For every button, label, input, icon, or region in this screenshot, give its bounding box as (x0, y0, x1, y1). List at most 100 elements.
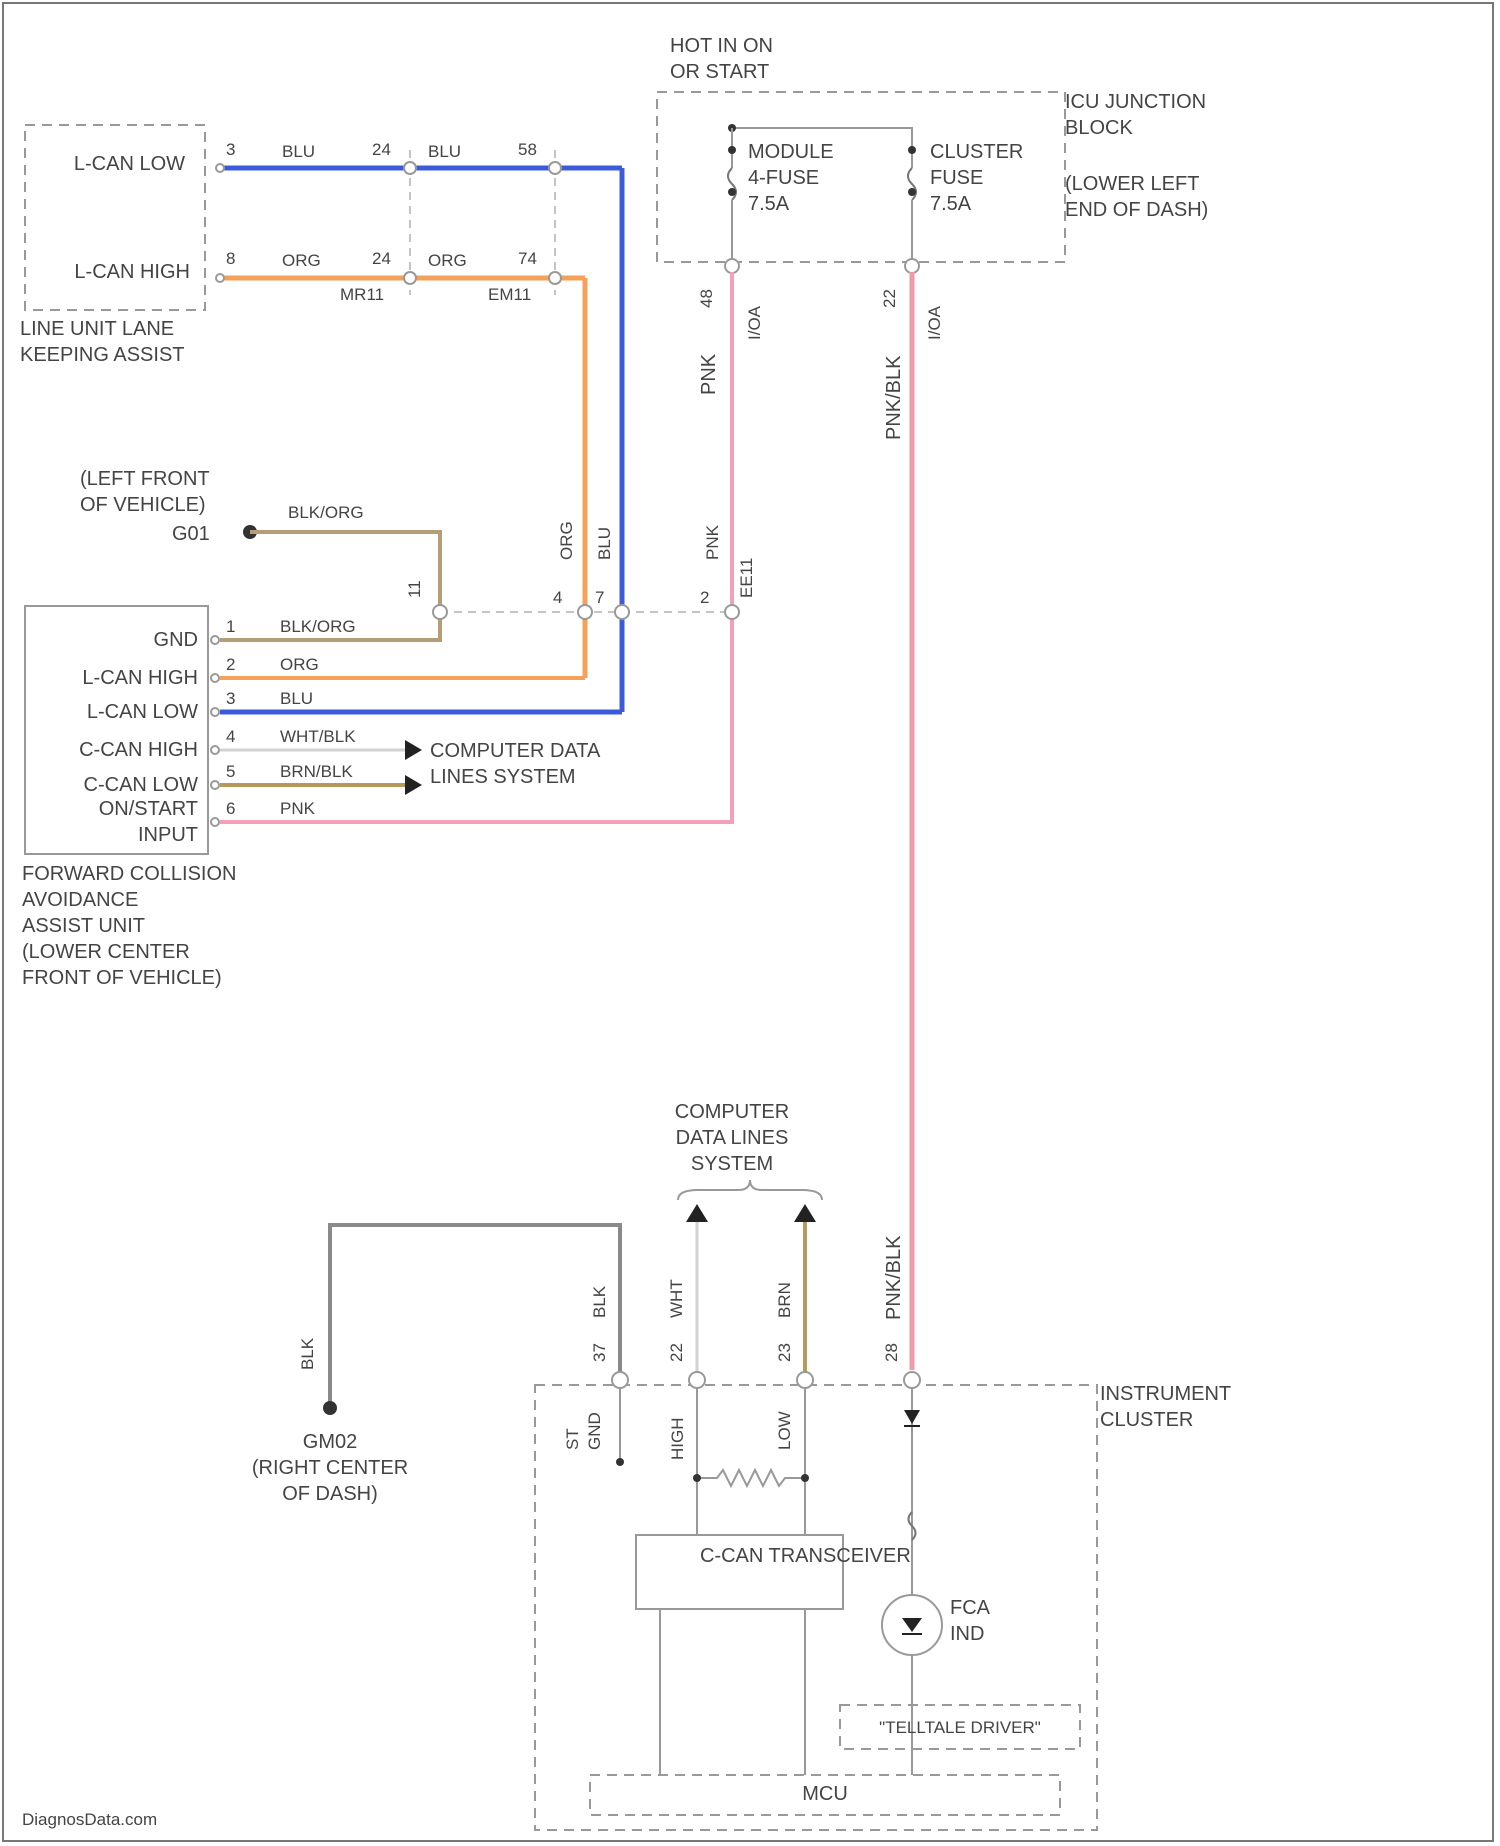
connector-row-term (615, 605, 629, 619)
fca-pin-label: GND (154, 629, 198, 651)
fuse1-label: MODULE 4-FUSE 7.5A (748, 141, 834, 215)
diode-icon (904, 1410, 920, 1424)
text-line: HOT IN ON (670, 35, 773, 57)
text-line: 7.5A (930, 193, 972, 215)
termination-resistor (697, 1470, 807, 1486)
blu-pin-24: 24 (372, 140, 391, 159)
text-line: (LEFT FRONT (80, 468, 210, 490)
g01-wire-color: BLK/ORG (288, 503, 364, 522)
text-line: (RIGHT CENTER (252, 1457, 408, 1479)
cluster-term (689, 1372, 705, 1388)
bottom-wire-pin: 28 (882, 1343, 901, 1362)
fca-ind-label: FCA IND (950, 1597, 991, 1645)
terminal (404, 272, 416, 284)
resistor-node (693, 1474, 701, 1482)
connector-row-term (433, 605, 447, 619)
terminal (216, 274, 224, 282)
text-line: MODULE (748, 141, 834, 163)
fca-pin-number: 6 (226, 799, 235, 818)
fca-pin-label: C-CAN HIGH (79, 739, 198, 761)
resistor-node (801, 1474, 809, 1482)
fuse2-node (908, 146, 916, 154)
connector-pin-4: 4 (553, 588, 562, 607)
fca-arrow-label: COMPUTER DATALINES SYSTEM (430, 740, 601, 788)
telltale-driver: "TELLTALE DRIVER" (879, 1718, 1041, 1737)
terminal (216, 164, 224, 172)
text-line: L-CAN LOW (87, 701, 198, 723)
text-line: SYSTEM (691, 1153, 773, 1175)
pnk-blk-color-upper: PNK/BLK (883, 355, 905, 440)
st-gnd-dot (616, 1458, 624, 1466)
fca-pin-wire-color: BLU (280, 689, 313, 708)
org-color-1: ORG (282, 251, 321, 270)
text-line: OF DASH) (282, 1483, 378, 1505)
text-line: FCA (950, 1597, 991, 1619)
splice-em11: EM11 (488, 285, 531, 304)
bottom-wire-pin: 37 (590, 1343, 609, 1362)
pnk-blk-color-lower: PNK/BLK (883, 1235, 905, 1320)
fuse2-node (908, 188, 916, 196)
inner-low: LOW (775, 1411, 794, 1450)
blu-pin-58: 58 (518, 140, 537, 159)
text-line: CLUSTER (1100, 1409, 1193, 1431)
text-line: OF VEHICLE) (80, 494, 206, 516)
bottom-wire-color: WHT (667, 1279, 686, 1318)
terminal (549, 272, 561, 284)
text-line: 4-FUSE (748, 167, 819, 189)
text-line: C-CAN LOW (84, 774, 199, 796)
junction-conn-22 (905, 259, 919, 273)
text-line: BLOCK (1065, 117, 1133, 139)
arrow-up-icon (794, 1204, 816, 1222)
junction-conn-id-2: I/OA (925, 305, 944, 340)
org-color-2: ORG (428, 251, 467, 270)
cluster-term (797, 1372, 813, 1388)
text-line: END OF DASH) (1065, 199, 1208, 221)
arrow-icon (405, 775, 422, 795)
fuse1-node (728, 146, 736, 154)
fca-pin-terminal (211, 818, 219, 826)
text-line: 7.5A (748, 193, 790, 215)
text-line: L-CAN HIGH (82, 667, 198, 689)
lane-unit-pin-l-can-high: L-CAN HIGH (74, 261, 190, 283)
junction-conn-48 (725, 259, 739, 273)
text-line: GND (154, 629, 198, 651)
text-line: IND (950, 1623, 984, 1645)
fca-pin-terminal (211, 674, 219, 682)
connector-row-term (725, 605, 739, 619)
text-line: AVOIDANCE (22, 889, 138, 911)
bottom-wire-color: BLK (590, 1285, 609, 1318)
g01-id: G01 (172, 523, 210, 545)
junction-pin-22: 22 (880, 289, 899, 308)
terminal (549, 162, 561, 174)
fca-pin-number: 5 (226, 762, 235, 781)
text-line: C-CAN HIGH (79, 739, 198, 761)
fca-pin-label: C-CAN LOW (84, 774, 199, 796)
text-line: FRONT OF VEHICLE) (22, 967, 222, 989)
lane-unit-pin-l-can-low: L-CAN LOW (74, 153, 185, 175)
text-line: ST (563, 1428, 582, 1450)
hot-in-on-label: HOT IN ONOR START (670, 35, 773, 83)
blk-ground-wire (330, 1225, 620, 1408)
arrow-icon (405, 740, 422, 760)
org-pin-24: 24 (372, 249, 391, 268)
c-can-transceiver: C-CAN TRANSCEIVER (700, 1545, 911, 1567)
connector-org-color: ORG (557, 521, 576, 560)
blu-color-2: BLU (428, 142, 461, 161)
fca-pin-terminal (211, 746, 219, 754)
text-line: INPUT (138, 824, 198, 846)
text-line: LINES SYSTEM (430, 766, 576, 788)
terminal (404, 162, 416, 174)
org-pin-8: 8 (226, 249, 235, 268)
connector-pin-11: 11 (405, 580, 424, 598)
text-line: FORWARD COLLISION (22, 863, 236, 885)
text-line: COMPUTER (675, 1101, 789, 1123)
mcu-label: MCU (802, 1783, 848, 1805)
org-pin-74: 74 (518, 249, 537, 268)
junction-pin-48: 48 (697, 289, 716, 308)
